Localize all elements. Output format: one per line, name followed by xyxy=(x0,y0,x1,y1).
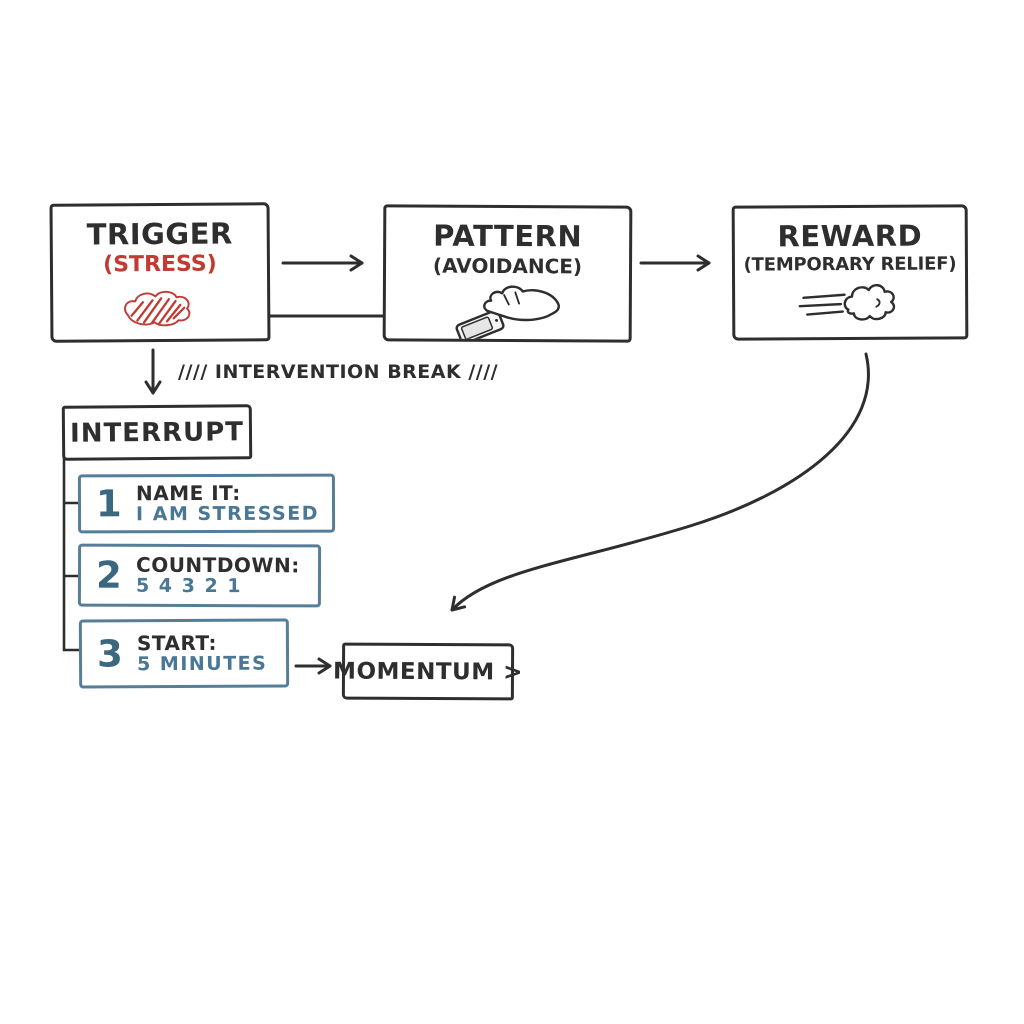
step-title: START: xyxy=(136,630,218,655)
reward-box: REWARD (TEMPORARY RELIEF) xyxy=(731,204,969,341)
step-number: 2 xyxy=(95,553,122,597)
reward-title: REWARD xyxy=(777,218,923,254)
interrupt-box: INTERRUPT xyxy=(61,404,253,461)
step-start: 3 START: 5 MINUTES xyxy=(78,618,290,689)
step-title: COUNTDOWN: xyxy=(135,552,300,578)
pattern-box: PATTERN (AVOIDANCE) xyxy=(382,204,633,343)
trigger-box: TRIGGER (STRESS) xyxy=(49,202,271,343)
step-countdown: 2 COUNTDOWN: 5 4 3 2 1 xyxy=(77,543,322,608)
phone-hand-icon xyxy=(454,285,560,340)
stress-scribble-icon xyxy=(124,290,191,327)
step-number: 3 xyxy=(96,632,123,676)
step-name-it: 1 NAME IT: I AM STRESSED xyxy=(77,473,336,534)
momentum-box: MOMENTUM > xyxy=(333,642,523,701)
step-detail: 5 MINUTES xyxy=(136,652,268,676)
pattern-title: PATTERN xyxy=(433,218,583,254)
sigh-exhale-icon xyxy=(798,284,896,321)
reward-subtitle: (TEMPORARY RELIEF) xyxy=(743,253,957,276)
interrupt-steps-bracket xyxy=(62,456,81,652)
arrow-reward-to-momentum xyxy=(450,352,870,612)
pattern-subtitle: (AVOIDANCE) xyxy=(432,253,583,279)
intervention-break-label: //// INTERVENTION BREAK //// xyxy=(178,361,499,383)
step-title: NAME IT: xyxy=(135,480,241,505)
step-number: 1 xyxy=(95,482,122,526)
step-detail: I AM STRESSED xyxy=(135,502,320,526)
step-detail: 5 4 3 2 1 xyxy=(135,574,243,598)
trigger-title: TRIGGER xyxy=(86,216,233,252)
trigger-subtitle: (STRESS) xyxy=(103,251,217,278)
